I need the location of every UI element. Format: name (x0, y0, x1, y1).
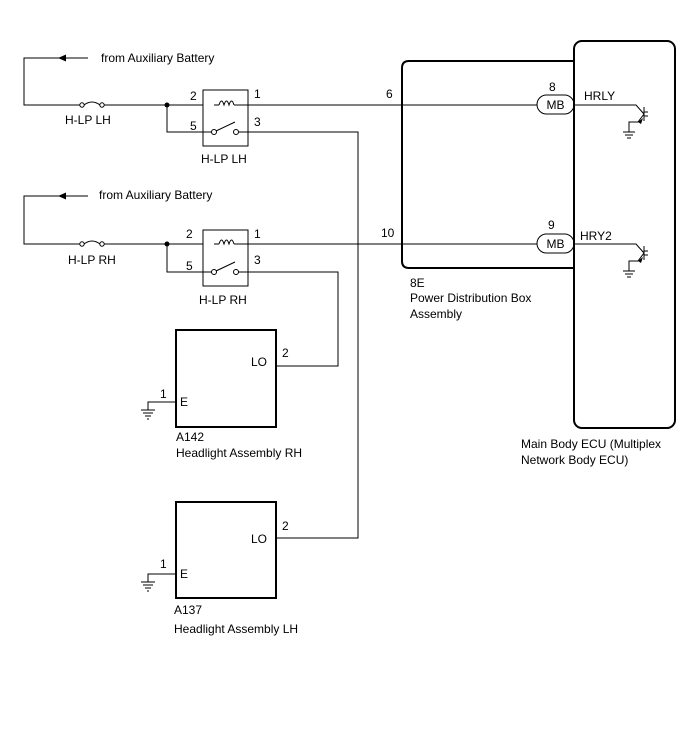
relay-lh-contact-left (211, 129, 217, 135)
headlight-rh-e-pin: 1 (160, 387, 167, 401)
ecu-outline (573, 40, 676, 429)
relay-rh-coil-icon (214, 239, 248, 246)
ecu-connector-bottom-label: MB (547, 237, 565, 251)
relay-rh-body (202, 229, 249, 287)
rh-fuse-icon (83, 240, 101, 245)
relay-lh-pin3: 3 (254, 115, 261, 129)
pdb-outline (401, 60, 575, 269)
main-body-ecu: MB 8 HRLY MB 9 HRY2 Main Body ECU (Multi… (521, 40, 676, 467)
headlight-rh-e-terminal: E (180, 395, 188, 409)
relay-lh-coil-icon (214, 100, 248, 107)
rh-supply-circuit: from Auxiliary Battery H-LP RH (23, 188, 212, 273)
ecu-connector-bottom (536, 233, 575, 254)
lh-supply-circuit: from Auxiliary Battery H-LP LH (23, 51, 214, 133)
ecu-pin-hry2: 9 (548, 218, 555, 232)
wire-relay-lh-to-headlight-lh (248, 131, 359, 539)
headlight-lh-ground-icon (141, 573, 176, 592)
pdb-name-line1: Power Distribution Box (410, 291, 531, 305)
lh-source-label: from Auxiliary Battery (101, 51, 214, 65)
lh-fuse-icon (83, 101, 101, 106)
pdb-name-line2: Assembly (410, 307, 462, 321)
relay-h-lp-rh: 2 5 1 3 H-LP RH (186, 227, 261, 307)
relay-lh-contact-right (233, 129, 239, 135)
rh-fuse-label: H-LP RH (68, 253, 116, 267)
headlight-lh-lo-terminal: LO (251, 532, 267, 546)
rh-supply-wire (23, 195, 88, 245)
ecu-pin-hrly: 8 (549, 80, 556, 94)
rh-pin5-wire (166, 244, 212, 273)
transistor-hrly-icon (575, 104, 648, 139)
relay-rh-pin3: 3 (254, 253, 261, 267)
rh-fuse-terminal-left (79, 241, 85, 247)
lh-fuse-terminal-right (99, 102, 105, 108)
headlight-rh-body (175, 329, 277, 428)
headlight-lh-body (175, 501, 277, 599)
headlight-rh-lo-terminal: LO (251, 355, 267, 369)
rh-fuse-terminal-right (99, 241, 105, 247)
relay-rh-switch-icon (215, 261, 236, 272)
headlight-rh-name: Headlight Assembly RH (176, 446, 302, 460)
ecu-signal-hry2: HRY2 (580, 229, 612, 243)
headlight-assembly-lh: LO 2 E 1 A137 Headlight Assembly LH (141, 501, 298, 636)
wire-relay-rh-to-headlight-rh (248, 271, 339, 367)
headlight-lh-name: Headlight Assembly LH (174, 622, 298, 636)
relay-rh-label: H-LP RH (199, 293, 247, 307)
relay-rh-contact-left (211, 269, 217, 275)
relay-lh-label: H-LP LH (201, 152, 247, 166)
relay-h-lp-lh: 2 5 1 3 H-LP LH (190, 87, 261, 166)
relay-lh-pin2: 2 (190, 89, 197, 103)
pdb-code: 8E (410, 276, 425, 290)
rh-source-label: from Auxiliary Battery (99, 188, 212, 202)
relay-rh-pin1: 1 (254, 227, 261, 241)
transistor-hry2-icon (575, 243, 648, 278)
relay-lh-pin1: 1 (254, 87, 261, 101)
power-distribution-box: 6 10 8E Power Distribution Box Assembly (381, 60, 575, 321)
relay-rh-contact-right (233, 269, 239, 275)
ecu-name-line1: Main Body ECU (Multiplex (521, 437, 661, 451)
headlight-rh-code: A142 (176, 430, 204, 444)
pdb-pin-hry2: 10 (381, 226, 395, 240)
ecu-name-line2: Network Body ECU) (521, 453, 628, 467)
headlight-lh-lo-pin: 2 (282, 519, 289, 533)
lh-fuse-label: H-LP LH (65, 113, 111, 127)
lh-fuse-terminal-left (79, 102, 85, 108)
headlight-rh-lo-pin: 2 (282, 346, 289, 360)
headlight-lh-e-pin: 1 (160, 557, 167, 571)
headlight-lh-e-terminal: E (180, 567, 188, 581)
lh-supply-wire (23, 57, 88, 106)
lh-pin5-wire (166, 105, 212, 133)
relay-rh-pin2: 2 (186, 227, 193, 241)
relay-lh-body (202, 89, 249, 147)
ecu-signal-hrly: HRLY (584, 89, 615, 103)
rh-arrow-icon (58, 192, 66, 200)
headlight-lh-code: A137 (174, 603, 202, 617)
relay-lh-pin5: 5 (190, 119, 197, 133)
relay-lh-switch-icon (215, 121, 236, 132)
ecu-connector-top-label: MB (547, 98, 565, 112)
relay-rh-pin5: 5 (186, 259, 193, 273)
pdb-pin-hrly: 6 (386, 87, 393, 101)
headlight-rh-ground-icon (141, 401, 176, 420)
lh-arrow-icon (58, 54, 66, 62)
headlight-assembly-rh: LO 2 E 1 A142 Headlight Assembly RH (141, 329, 302, 460)
ecu-connector-top (536, 94, 575, 115)
